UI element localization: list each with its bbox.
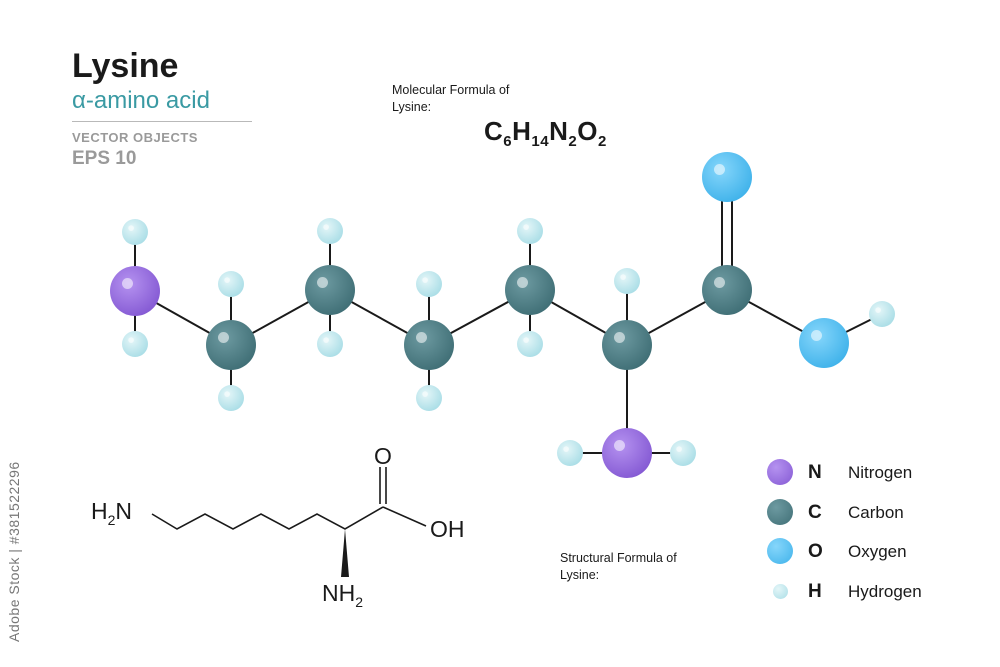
carbon-atom (404, 320, 454, 370)
oxygen-atom (702, 152, 752, 202)
hydrogen-atom-icon (773, 584, 788, 599)
nitrogen-atom (110, 266, 160, 316)
carbon-atom (505, 265, 555, 315)
structural-formula-caption: Structural Formula of Lysine: (560, 550, 720, 584)
structural-formula-caption-line1: Structural Formula of (560, 551, 677, 565)
wedge-bond (341, 529, 349, 577)
hydrogen-atom (416, 385, 442, 411)
molecular-formula-caption-line1: Molecular Formula of (392, 83, 510, 97)
legend-name: Hydrogen (848, 582, 922, 601)
page-subtitle: α-amino acid (72, 87, 210, 114)
atom-group (110, 152, 895, 478)
vector-objects-tag: VECTOR OBJECTS (72, 130, 198, 145)
legend-item-nitrogen: N Nitrogen (762, 459, 962, 489)
skeletal-chain (151, 506, 384, 530)
carbonyl-oxygen-label: O (374, 443, 392, 469)
nitrogen-atom-icon (767, 459, 793, 485)
hydroxyl-bond (382, 506, 427, 527)
hydrogen-atom (122, 331, 148, 357)
hydroxyl-label: OH (430, 516, 465, 542)
oxygen-atom (799, 318, 849, 368)
formula-count: 14 (531, 133, 550, 151)
alpha-amine-label: NH2 (322, 580, 363, 610)
nitrogen-atom (602, 428, 652, 478)
title-divider (72, 121, 252, 122)
legend-symbol: H (808, 581, 822, 602)
structural-formula-caption-line2: Lysine: (560, 568, 600, 582)
legend-name: Oxygen (848, 542, 907, 561)
legend-symbol: N (808, 462, 822, 483)
legend-item-oxygen: O Oxygen (762, 538, 962, 568)
stock-id-text: Adobe Stock | #381522296 (6, 461, 22, 642)
bond-group (134, 177, 883, 454)
formula-count: 2 (597, 133, 607, 151)
formula-element: O (577, 116, 598, 146)
hydrogen-atom (122, 219, 148, 245)
legend-symbol: O (808, 541, 823, 562)
legend-symbol: C (808, 502, 822, 523)
hydrogen-atom (218, 271, 244, 297)
hydrogen-atom (517, 218, 543, 244)
formula-element: C (484, 116, 504, 146)
formula-count: 2 (568, 133, 578, 151)
hydrogen-atom (416, 271, 442, 297)
oxygen-atom-icon (767, 538, 793, 564)
carbon-atom (305, 265, 355, 315)
skeletal-formula: H2N O OH NH2 (91, 443, 465, 610)
hydrogen-atom (317, 331, 343, 357)
legend-item-carbon: C Carbon (762, 499, 962, 529)
hydrogen-atom (317, 218, 343, 244)
amine-left-label: H2N (91, 498, 132, 528)
legend-name: Carbon (848, 503, 904, 522)
molecular-formula: C6H14N2O2 (484, 116, 607, 150)
carbon-atom (702, 265, 752, 315)
hydrogen-atom (670, 440, 696, 466)
formula-element: H (512, 116, 532, 146)
hydrogen-atom (557, 440, 583, 466)
page-title: Lysine (72, 47, 179, 85)
molecular-formula-caption: Molecular Formula of Lysine: (392, 82, 552, 116)
carbon-atom (602, 320, 652, 370)
hydrogen-atom (869, 301, 895, 327)
molecular-formula-caption-line2: Lysine: (392, 100, 432, 114)
stock-id-label: Adobe Stock | #381522296 (6, 432, 26, 642)
hydrogen-atom (517, 331, 543, 357)
legend-name: Nitrogen (848, 463, 913, 482)
hydrogen-atom (218, 385, 244, 411)
eps-format-tag: EPS 10 (72, 148, 137, 169)
formula-element: N (549, 116, 569, 146)
carbon-atom-icon (767, 499, 793, 525)
hydrogen-atom (614, 268, 640, 294)
carbon-atom (206, 320, 256, 370)
formula-count: 6 (503, 133, 513, 151)
legend-item-hydrogen: H Hydrogen (762, 578, 962, 608)
